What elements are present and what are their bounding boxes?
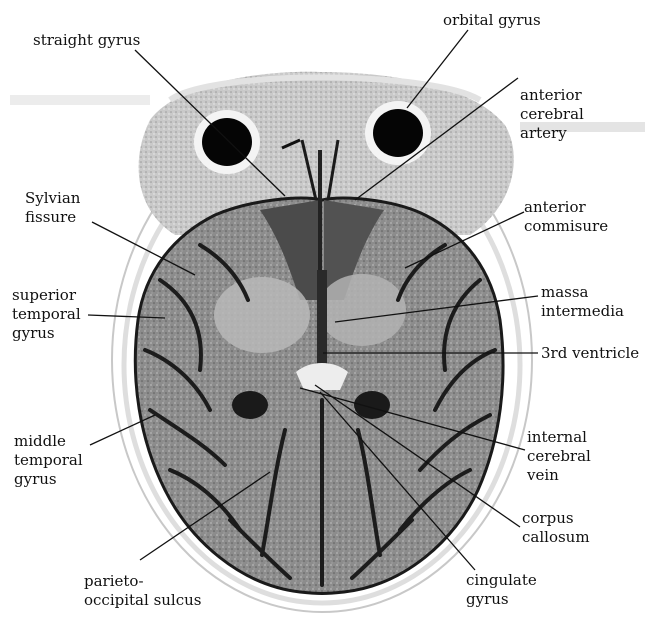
- label-third-ventricle: 3rd ventricle: [541, 344, 639, 363]
- label-massa-intermedia: massa intermedia: [541, 283, 624, 321]
- label-internal-cerebral-vein: internal cerebral vein: [527, 428, 591, 485]
- label-straight-gyrus: straight gyrus: [33, 31, 140, 50]
- label-sylvian-fissure: Sylvian fissure: [25, 189, 80, 227]
- label-corpus-callosum: corpus callosum: [522, 509, 590, 547]
- orbit-left: [194, 110, 260, 174]
- label-middle-temporal-gyrus: middle temporal gyrus: [14, 432, 83, 489]
- label-anterior-cerebral-artery: anterior cerebral artery: [520, 86, 584, 143]
- label-parieto-occipital-sulcus: parieto- occipital sulcus: [84, 572, 201, 610]
- orbit-right: [365, 101, 431, 165]
- label-anterior-commisure: anterior commisure: [524, 198, 608, 236]
- label-orbital-gyrus: orbital gyrus: [443, 11, 541, 30]
- label-cingulate-gyrus: cingulate gyrus: [466, 571, 537, 609]
- label-superior-temporal-gyrus: superior temporal gyrus: [12, 286, 81, 343]
